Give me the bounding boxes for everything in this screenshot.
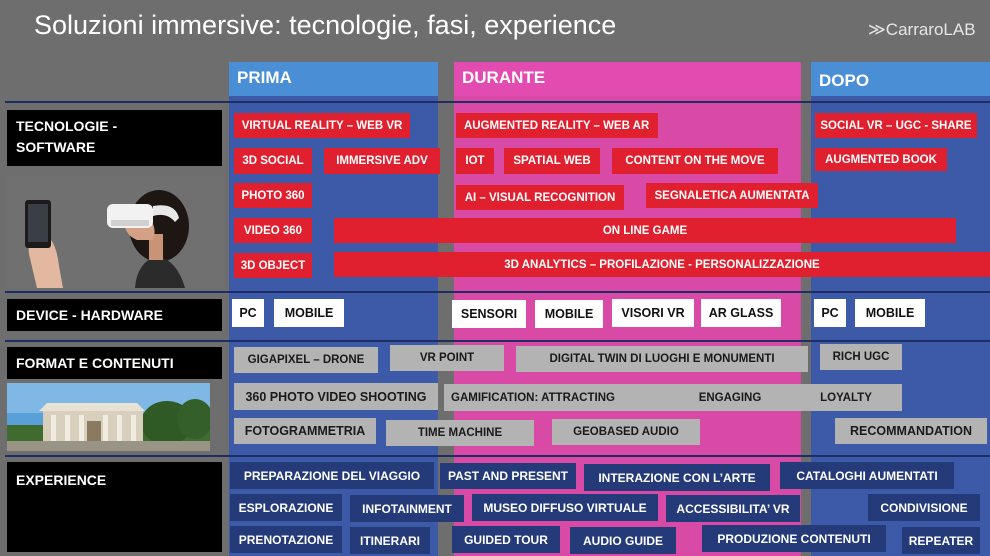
row-divider xyxy=(5,291,990,293)
format-fotogrammetria: FOTOGRAMMETRIA xyxy=(234,418,376,444)
format-engaging: ENGAGING xyxy=(670,384,790,411)
device-mobile-durante: MOBILE xyxy=(535,300,603,328)
tech-virtual-reality: VIRTUAL REALITY – WEB VR xyxy=(234,113,410,138)
brand-logo: ≫CarraroLAB xyxy=(868,20,976,39)
row-label-tecnologie: TECNOLOGIE - SOFTWARE xyxy=(7,110,222,166)
exp-prenotazione: PRENOTAZIONE xyxy=(230,526,342,553)
column-header-prima: PRIMA xyxy=(229,62,438,96)
vr-headset-photo xyxy=(7,176,222,288)
row-label-device: DEVICE - HARDWARE xyxy=(7,299,222,331)
row-divider xyxy=(5,101,990,103)
tech-augmented-reality: AUGMENTED REALITY – WEB AR xyxy=(456,113,658,138)
exp-museo-diffuso: MUSEO DIFFUSO VIRTUALE xyxy=(472,494,658,521)
tech-video-360: VIDEO 360 xyxy=(234,218,312,243)
tech-3d-object: 3D OBJECT xyxy=(234,253,312,278)
page-title: Soluzioni immersive: tecnologie, fasi, e… xyxy=(34,10,617,40)
format-geobased-audio: GEOBASED AUDIO xyxy=(552,419,700,445)
exp-infotainment: INFOTAINMENT xyxy=(350,495,464,522)
exp-past-and-present: PAST AND PRESENT xyxy=(440,463,576,489)
row-label-experience: EXPERIENCE xyxy=(7,462,222,552)
tech-ai-visual-recognition: AI – VISUAL RECOGNITION xyxy=(456,185,624,210)
tech-segnaletica-aumentata: SEGNALETICA AUMENTATA xyxy=(646,183,818,208)
row-divider xyxy=(5,455,990,457)
exp-cataloghi-aumentati: CATALOGHI AUMENTATI xyxy=(780,462,954,489)
exp-repeater: REPEATER xyxy=(902,527,980,554)
exp-guided-tour: GUIDED TOUR xyxy=(452,526,560,553)
tech-spatial-web: SPATIAL WEB xyxy=(504,148,600,174)
tech-photo-360: PHOTO 360 xyxy=(234,183,312,208)
exp-produzione-contenuti: PRODUZIONE CONTENUTI xyxy=(702,525,886,552)
exp-itinerari: ITINERARI xyxy=(350,527,430,554)
row-divider xyxy=(5,340,990,342)
format-360-shooting: 360 PHOTO VIDEO SHOOTING xyxy=(234,383,438,410)
tech-3d-analytics: 3D ANALYTICS – PROFILAZIONE - PERSONALIZ… xyxy=(334,252,990,277)
tech-iot: IOT xyxy=(456,148,494,174)
column-header-durante: DURANTE xyxy=(454,62,801,96)
exp-accessibilita-vr: ACCESSIBILITA’ VR xyxy=(666,495,800,522)
exp-condivisione: CONDIVISIONE xyxy=(868,494,980,521)
device-mobile-prima: MOBILE xyxy=(274,299,344,327)
tech-content-on-the-move: CONTENT ON THE MOVE xyxy=(612,148,778,174)
format-rich-ugc: RICH UGC xyxy=(820,344,902,370)
device-visori-vr: VISORI VR xyxy=(612,299,694,327)
exp-esplorazione: ESPLORAZIONE xyxy=(230,494,342,521)
format-digital-twin: DIGITAL TWIN DI LUOGHI E MONUMENTI xyxy=(516,346,808,372)
format-recommandation: RECOMMANDATION xyxy=(835,418,987,444)
exp-preparazione-viaggio: PREPARAZIONE DEL VIAGGIO xyxy=(230,462,434,489)
tech-social-vr: SOCIAL VR – UGC - SHARE xyxy=(815,113,977,138)
format-vr-point: VR POINT xyxy=(390,345,504,371)
format-loyalty: LOYALTY xyxy=(790,384,902,411)
tech-immersive-adv: IMMERSIVE ADV xyxy=(324,148,440,174)
exp-interazione-arte: INTERAZIONE CON L’ARTE xyxy=(584,464,770,491)
device-ar-glass: AR GLASS xyxy=(701,299,781,327)
format-time-machine: TIME MACHINE xyxy=(386,420,534,446)
format-gigapixel-drone: GIGAPIXEL – DRONE xyxy=(234,347,378,373)
exp-audio-guide: AUDIO GUIDE xyxy=(570,527,676,554)
column-header-dopo: DOPO xyxy=(811,62,990,96)
device-pc-prima: PC xyxy=(232,299,264,327)
monument-photo xyxy=(7,383,210,451)
device-pc-dopo: PC xyxy=(814,299,846,327)
row-label-format: FORMAT E CONTENUTI xyxy=(7,347,222,379)
tech-online-game: ON LINE GAME xyxy=(334,218,956,243)
tech-3d-social: 3D SOCIAL xyxy=(234,148,312,174)
device-sensori: SENSORI xyxy=(452,300,526,328)
tech-augmented-book: AUGMENTED BOOK xyxy=(815,148,947,171)
format-gamification: GAMIFICATION: ATTRACTING xyxy=(444,384,670,411)
device-mobile-dopo: MOBILE xyxy=(855,299,925,327)
